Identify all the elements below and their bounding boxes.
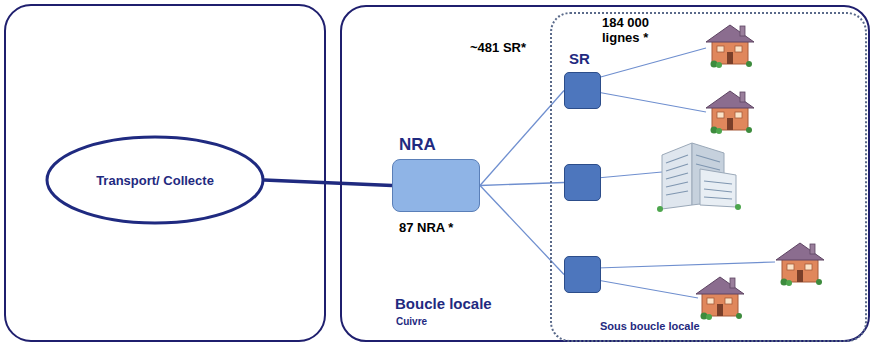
sr-box: [564, 256, 601, 293]
count-label: ~481 SR*: [470, 40, 526, 55]
count-label: 184 000 lignes *: [602, 16, 672, 46]
region-title: Sous boucle locale: [600, 320, 700, 332]
sub-loop-region: SR184 000 lignes *Sous boucle locale: [550, 12, 867, 342]
node-title: NRA: [399, 135, 436, 155]
sr-box: SR: [564, 72, 601, 109]
region-subtitle: Cuivre: [396, 316, 427, 327]
connector: [264, 180, 392, 186]
local-loop-box: NRA87 NRA *SR184 000 lignes *Sous boucle…: [340, 5, 870, 342]
transport-ellipse: Transport/ Collecte: [45, 135, 265, 225]
node-title: SR: [569, 50, 590, 67]
count-label: 87 NRA *: [399, 220, 453, 235]
nra-box: NRA87 NRA *: [392, 159, 480, 212]
region-title: Boucle locale: [395, 295, 492, 312]
node-title: Transport/ Collecte: [45, 173, 265, 188]
sr-box: [564, 164, 601, 201]
